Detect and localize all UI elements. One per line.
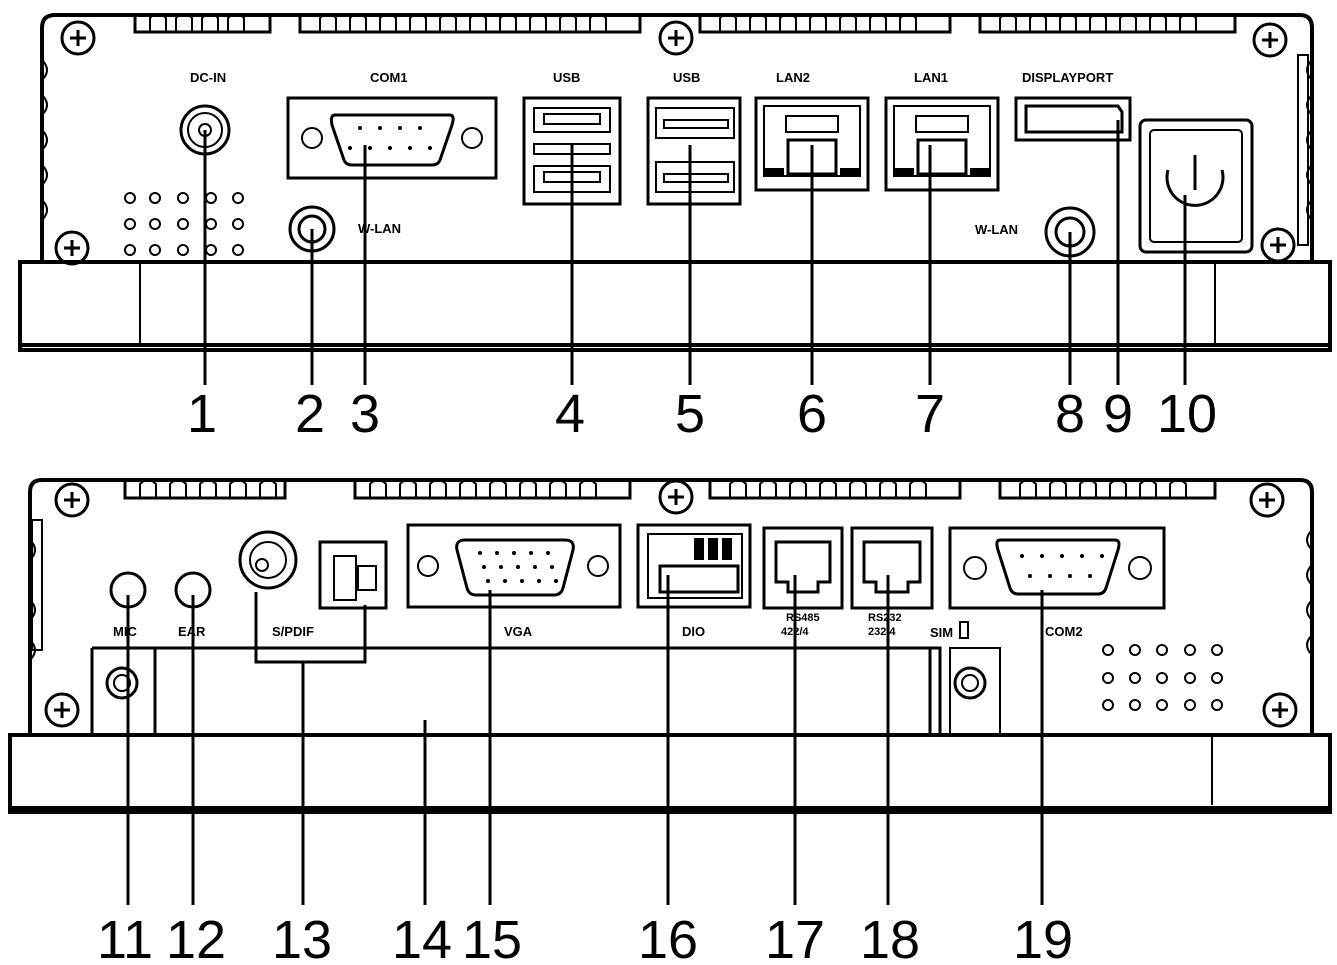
callout-1: 1 — [187, 384, 217, 444]
callout-3: 3 — [350, 384, 380, 444]
screw-icon — [44, 692, 80, 728]
mic-label: MIC — [113, 624, 137, 639]
dc-in-label: DC-IN — [190, 70, 226, 85]
screw-icon — [1260, 227, 1296, 263]
screw-icon — [54, 230, 90, 266]
usb-port-stack-b — [646, 96, 742, 206]
callout-18: 18 — [860, 910, 920, 965]
top-io-panel: DC-IN COM1 W-LAN USB USB — [18, 13, 1332, 444]
wlan-right-label: W-LAN — [975, 222, 1018, 237]
com2-port — [948, 526, 1166, 610]
lan2-label: LAN2 — [776, 70, 810, 85]
callout-16: 16 — [638, 910, 698, 965]
com1-label: COM1 — [370, 70, 408, 85]
vga-port — [406, 523, 622, 609]
com2-label: COM2 — [1045, 624, 1083, 639]
sim-label: SIM — [930, 625, 953, 640]
sim-slot — [959, 621, 969, 639]
spdif-coax-jack — [238, 530, 298, 590]
spdif-bracket — [254, 592, 367, 664]
com1-port — [286, 96, 498, 180]
dio-label: DIO — [682, 624, 705, 639]
bottom-leader-lines — [126, 575, 1044, 905]
callout-13: 13 — [272, 910, 332, 965]
callout-17: 17 — [765, 910, 825, 965]
callout-6: 6 — [797, 384, 827, 444]
spdif-label: S/PDIF — [272, 624, 314, 639]
screw-icon — [953, 666, 987, 700]
screw-icon — [1252, 22, 1288, 58]
displayport-port — [1014, 96, 1132, 142]
usb-a-label: USB — [553, 70, 580, 85]
top-leader-lines — [203, 120, 1187, 385]
callout-4: 4 — [555, 384, 585, 444]
callout-19: 19 — [1013, 910, 1073, 965]
bottom-io-panel: MIC EAR S/PDIF VGA DIO — [8, 478, 1332, 965]
rs232-sub-label: 232/4 — [868, 626, 896, 638]
callout-10: 10 — [1157, 384, 1217, 444]
callout-11: 11 — [97, 910, 153, 965]
callout-9: 9 — [1103, 384, 1133, 444]
lan1-port — [884, 96, 1000, 192]
screw-icon — [1249, 482, 1285, 518]
callout-5: 5 — [675, 384, 705, 444]
rs485-port — [762, 526, 844, 610]
callout-7: 7 — [915, 384, 945, 444]
callout-8: 8 — [1055, 384, 1085, 444]
spdif-optical-port — [318, 540, 388, 610]
lan1-label: LAN1 — [914, 70, 948, 85]
screw-icon — [658, 20, 694, 56]
callout-15: 15 — [462, 910, 522, 965]
callout-14: 14 — [392, 910, 452, 965]
callout-12: 12 — [166, 910, 226, 965]
displayport-label: DISPLAYPORT — [1022, 70, 1113, 85]
rs232-port — [850, 526, 934, 610]
screw-icon — [105, 666, 139, 700]
screw-icon — [1262, 692, 1298, 728]
rs232-label: RS232 — [868, 612, 902, 624]
vent-holes — [124, 192, 244, 256]
power-button-icon — [1138, 118, 1254, 254]
vent-holes — [1102, 644, 1223, 711]
vga-label: VGA — [504, 624, 533, 639]
screw-icon — [60, 20, 96, 56]
rs485-label: RS485 — [786, 612, 820, 624]
dio-port — [636, 523, 752, 609]
usb-b-label: USB — [673, 70, 700, 85]
callout-2: 2 — [295, 384, 325, 444]
wlan-left-label: W-LAN — [358, 221, 401, 236]
screw-icon — [658, 479, 694, 515]
screw-icon — [54, 482, 90, 518]
